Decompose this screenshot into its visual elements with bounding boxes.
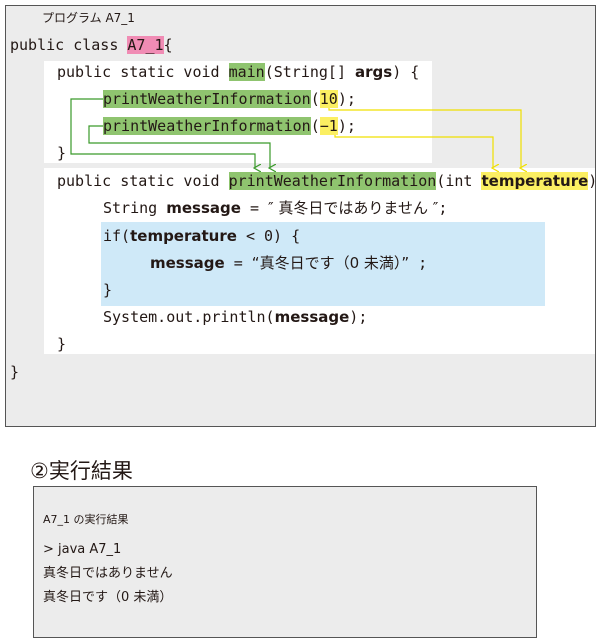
if-block-highlight [101,222,545,306]
result-panel [33,486,537,638]
result-heading: ②実行結果 [30,459,133,483]
result-line-2: 真冬日ではありません [43,566,173,581]
code-line-if: if(temperature < 0) { [103,227,301,245]
code-line-class: public class A7_1{ [10,36,173,54]
result-line-3: 真冬日です（0 未満） [43,590,173,605]
class-name: A7_1 [127,36,164,54]
code-line-call-1: printWeatherInformation(10); [103,90,356,108]
code-line-call-2: printWeatherInformation(−1); [103,117,356,135]
code-line-assign: message = “真冬日です（0 未満）” ; [150,254,428,272]
code-line-main: public static void main(String[] args) { [57,63,420,81]
call-arg-1: 10 [319,90,338,108]
call-name-2: printWeatherInformation [103,117,311,135]
call-name-1: printWeatherInformation [103,90,311,108]
code-line-method-decl: public static void printWeatherInformati… [57,172,598,190]
program-title: プログラム A7_1 [42,11,135,25]
call-arg-2: −1 [319,117,338,135]
result-line-1: > java A7_1 [43,542,122,557]
code-line-string-decl: String message = ″ 真冬日ではありません ″; [103,199,448,217]
code-line-close-class: } [10,363,20,381]
code-line-close-main: } [57,144,67,162]
code-line-close-if: } [103,281,113,299]
method-name: printWeatherInformation [228,172,437,190]
main-method-name: main [228,63,265,81]
code-line-println: System.out.println(message); [103,308,368,326]
code-line-close-method: } [57,335,67,353]
result-title: A7_1 の実行結果 [43,513,129,526]
param-temperature: temperature [481,172,589,190]
